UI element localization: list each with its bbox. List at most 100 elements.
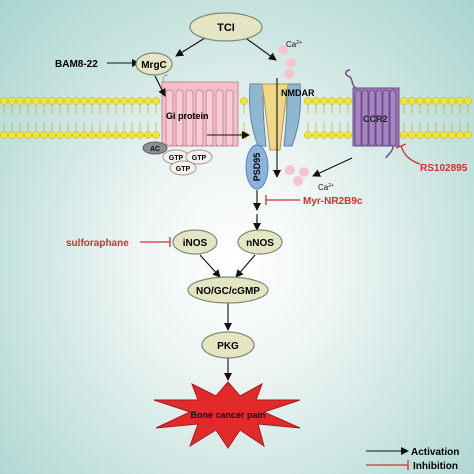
bone-cancer-pain-star: Bone cancer pain xyxy=(153,381,301,449)
ac-label: AC xyxy=(150,146,160,153)
lipid-head xyxy=(112,131,120,139)
lipid-head xyxy=(328,97,336,105)
lipid-head xyxy=(0,97,8,105)
lipid-head xyxy=(240,97,248,105)
lipid-head xyxy=(304,97,312,105)
lipid-head xyxy=(440,131,448,139)
tci-node: TCI xyxy=(189,12,263,42)
lipid-head xyxy=(64,97,72,105)
mrgc-node: MrgC xyxy=(135,52,173,76)
lipid-head xyxy=(24,131,32,139)
lipid-head xyxy=(40,97,48,105)
ccr2-to-ca-arrow xyxy=(312,157,353,177)
lipid-head xyxy=(152,131,160,139)
lipid-head xyxy=(24,97,32,105)
lipid-head xyxy=(104,97,112,105)
nnos-to-no-arrow xyxy=(235,254,256,278)
lipid-head xyxy=(144,131,152,139)
inos-node: iNOS xyxy=(172,229,218,255)
cell-membrane xyxy=(0,97,472,139)
activation-arrows xyxy=(107,32,353,381)
lipid-head xyxy=(408,131,416,139)
lipid-head xyxy=(312,131,320,139)
ccr2-label: CCR2 xyxy=(363,114,388,124)
gi-protein-label: Gi protein xyxy=(166,111,209,121)
pkg-label: PKG xyxy=(217,341,239,352)
lipid-head xyxy=(336,97,344,105)
legend-inhibition-label: Inhibition xyxy=(413,461,458,472)
lipid-head xyxy=(456,97,464,105)
bam-label: BAM8-22 xyxy=(55,59,98,70)
lipid-head xyxy=(344,131,352,139)
lipid-head xyxy=(104,131,112,139)
legend-activation-label: Activation xyxy=(411,447,459,458)
nnos-node: nNOS xyxy=(237,229,283,255)
nnos-label: nNOS xyxy=(246,238,274,249)
lipid-head xyxy=(304,131,312,139)
lipid-head xyxy=(408,97,416,105)
lipid-head xyxy=(80,131,88,139)
rs-label: RS102895 xyxy=(420,163,468,174)
lipid-head xyxy=(8,97,16,105)
lipid-head xyxy=(32,97,40,105)
lipid-head xyxy=(400,131,408,139)
lipid-head xyxy=(456,131,464,139)
lipid-head xyxy=(96,131,104,139)
lipid-head xyxy=(144,97,152,105)
ccr2-receptor xyxy=(345,69,400,159)
lipid-head xyxy=(320,131,328,139)
mrgc-label: MrgC xyxy=(141,60,167,71)
lipid-head xyxy=(72,131,80,139)
lipid-head xyxy=(432,97,440,105)
lipid-head xyxy=(136,131,144,139)
lipid-head xyxy=(416,131,424,139)
lipid-head xyxy=(424,97,432,105)
gtp-label-1: GTP xyxy=(169,155,184,162)
lipid-head xyxy=(464,131,472,139)
lipid-head xyxy=(16,131,24,139)
lipid-head xyxy=(416,97,424,105)
lipid-head xyxy=(32,131,40,139)
ac-node: AC xyxy=(142,141,168,155)
lipid-head xyxy=(64,131,72,139)
lipid-head xyxy=(120,131,128,139)
myr-label: Myr-NR2B9c xyxy=(303,196,363,207)
calcium-ions-bottom xyxy=(285,165,309,186)
ca-top-label: Ca2+ xyxy=(286,40,302,49)
mrgc-to-gi-arrow xyxy=(154,75,166,97)
lipid-head xyxy=(344,97,352,105)
lipid-head xyxy=(72,97,80,105)
gtp-label-3: GTP xyxy=(176,166,191,173)
lipid-head xyxy=(112,97,120,105)
sulforaphane-label: sulforaphane xyxy=(66,238,129,249)
ca-mid-label: Ca2+ xyxy=(318,183,334,192)
no-gc-cgmp-node: NO/GC/cGMP xyxy=(187,276,269,304)
lipid-head xyxy=(128,131,136,139)
lipid-head xyxy=(8,131,16,139)
lipid-head xyxy=(136,97,144,105)
lipid-head xyxy=(128,97,136,105)
lipid-head xyxy=(80,97,88,105)
calcium-ions-top xyxy=(278,45,296,79)
lipid-head xyxy=(312,97,320,105)
lipid-head xyxy=(96,97,104,105)
lipid-head xyxy=(16,97,24,105)
lipid-head xyxy=(88,131,96,139)
lipid-head xyxy=(152,97,160,105)
psd95-label: PSD95 xyxy=(252,153,262,182)
inos-to-no-arrow xyxy=(199,254,221,278)
lipid-head xyxy=(328,131,336,139)
inos-label: iNOS xyxy=(183,238,208,249)
lipid-head xyxy=(464,97,472,105)
lipid-head xyxy=(88,97,96,105)
lipid-head xyxy=(424,131,432,139)
pkg-node: PKG xyxy=(201,331,255,359)
lipid-head xyxy=(448,97,456,105)
lipid-head xyxy=(400,97,408,105)
lipid-head xyxy=(440,97,448,105)
psd95-node: PSD95 xyxy=(245,144,269,190)
lipid-head xyxy=(0,131,8,139)
lipid-head xyxy=(432,131,440,139)
